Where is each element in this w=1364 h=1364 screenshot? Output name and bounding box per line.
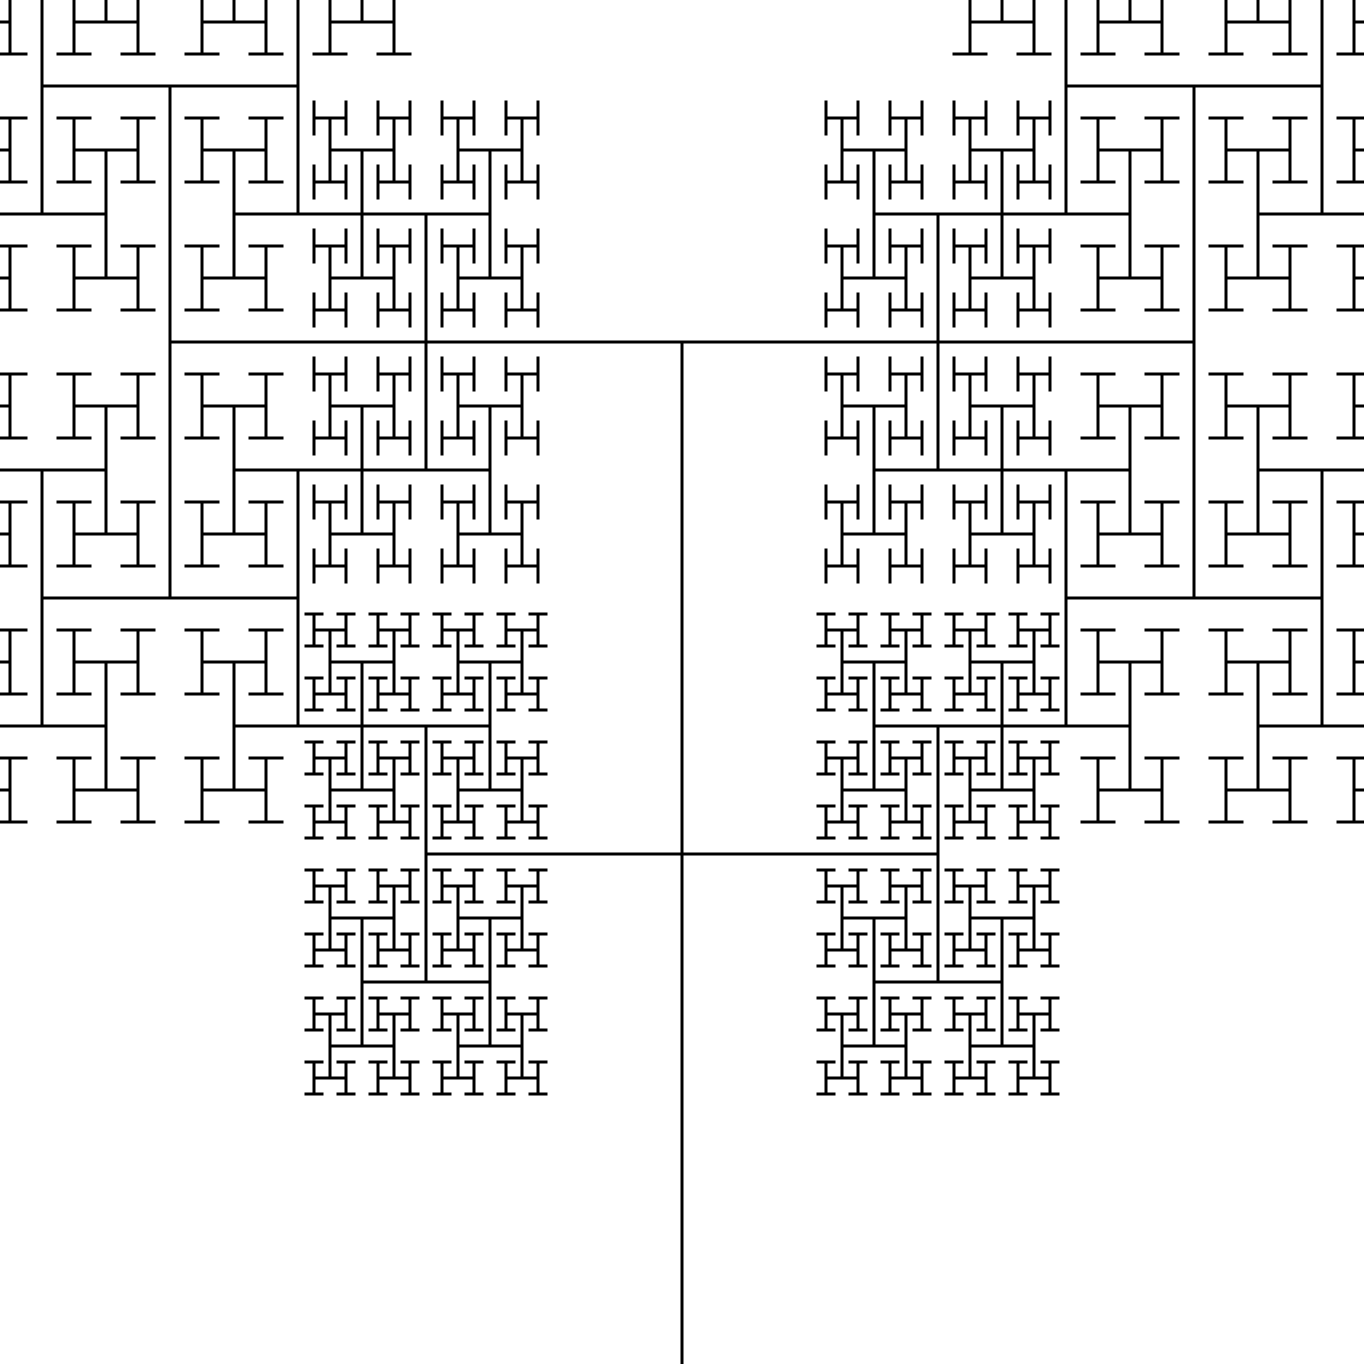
fractal-canvas — [0, 0, 1364, 1364]
fractal-svg — [0, 0, 1364, 1364]
fractal-segments — [0, 0, 1364, 1364]
